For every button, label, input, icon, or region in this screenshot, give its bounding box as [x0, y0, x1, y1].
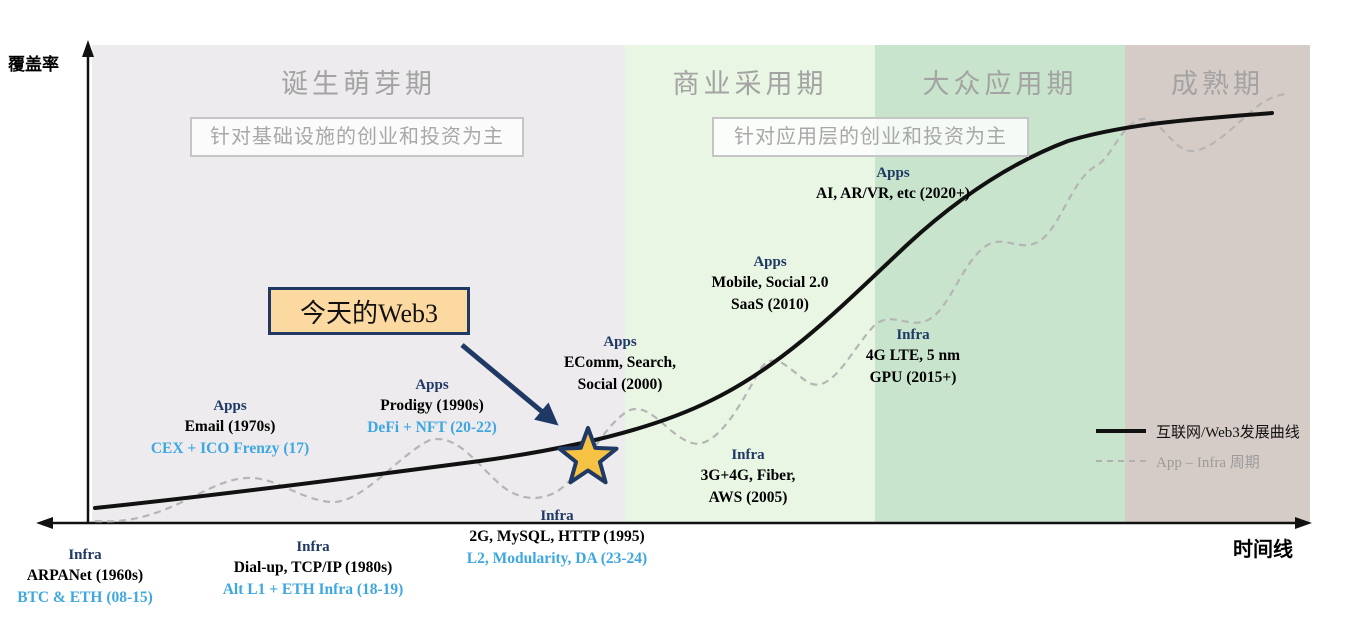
dashed-line-swatch [1096, 460, 1146, 462]
today-web3-callout: 今天的Web3 [268, 287, 470, 335]
phase-title-mass: 大众应用期 [922, 69, 1078, 99]
milestone-category: Apps [753, 254, 787, 270]
phase-title-maturity: 成熟期 [1171, 69, 1264, 99]
milestone-web3-line: BTC & ETH (08-15) [17, 589, 153, 606]
milestone-category: Infra [896, 327, 930, 343]
solid-line-swatch [1096, 429, 1146, 433]
milestone-category: Infra [68, 547, 102, 563]
app-focus-callout: 针对应用层的创业和投资为主 [712, 117, 1029, 157]
milestone-internet-line: GPU (2015+) [869, 369, 957, 386]
milestone-internet-line: SaaS (2010) [731, 296, 809, 313]
milestone-category: Infra [731, 447, 765, 463]
milestone-web3-line: L2, Modularity, DA (23-24) [466, 550, 648, 567]
milestone-dialup: Infra Dial-up, TCP/IP (1980s) Alt L1 + E… [223, 537, 404, 601]
milestone-category: Apps [213, 398, 247, 414]
milestone-internet-line: Email (1970s) [184, 418, 276, 435]
milestone-3g4g: Infra 3G+4G, Fiber, AWS (2005) [701, 445, 796, 509]
milestone-internet-line: Social (2000) [577, 376, 663, 393]
milestone-internet-line: 4G LTE, 5 nm [865, 347, 961, 364]
legend-label-cycle: App – Infra 周期 [1156, 454, 1260, 471]
milestone-4g-lte: Infra 4G LTE, 5 nm GPU (2015+) [866, 325, 960, 389]
x-axis-left-arrowhead [36, 517, 53, 529]
x-axis-label: 时间线 [1233, 539, 1293, 561]
milestone-web3-line: Alt L1 + ETH Infra (18-19) [222, 581, 404, 598]
milestone-category: Apps [415, 377, 449, 393]
milestone-category: Infra [540, 508, 574, 524]
milestone-category: Apps [876, 165, 910, 181]
milestone-internet-line: 2G, MySQL, HTTP (1995) [469, 528, 645, 545]
milestone-web3-line: CEX + ICO Frenzy (17) [150, 440, 310, 457]
milestone-category: Apps [603, 334, 637, 350]
milestone-prodigy: Apps Prodigy (1990s) DeFi + NFT (20-22) [367, 375, 497, 439]
milestone-internet-line: AI, AR/VR, etc (2020+) [816, 185, 970, 202]
milestone-internet-line: EComm, Search, [563, 354, 677, 371]
legend: 互联网/Web3发展曲线 App – Infra 周期 [1096, 416, 1300, 476]
milestone-arpanet: Infra ARPANet (1960s) BTC & ETH (08-15) [17, 545, 153, 609]
milestone-internet-line: Prodigy (1990s) [380, 397, 484, 414]
milestone-mobile-social: Apps Mobile, Social 2.0 SaaS (2010) [711, 252, 828, 316]
milestone-ai-arvr: Apps AI, AR/VR, etc (2020+) [816, 163, 970, 205]
milestone-email: Apps Email (1970s) CEX + ICO Frenzy (17) [151, 396, 309, 460]
milestone-2g-mysql: Infra 2G, MySQL, HTTP (1995) L2, Modular… [467, 506, 647, 570]
milestone-internet-line: 3G+4G, Fiber, [700, 467, 796, 484]
milestone-internet-line: AWS (2005) [708, 489, 788, 506]
milestone-category: Infra [296, 539, 330, 555]
legend-item-cycle: App – Infra 周期 [1096, 446, 1300, 476]
milestone-ecomm: Apps EComm, Search, Social (2000) [564, 332, 676, 396]
milestone-web3-line: DeFi + NFT (20-22) [367, 419, 497, 436]
infra-focus-callout: 针对基础设施的创业和投资为主 [190, 117, 524, 157]
milestone-internet-line: ARPANet (1960s) [26, 567, 144, 584]
phase-title-birth: 诞生萌芽期 [281, 69, 436, 99]
legend-item-curve: 互联网/Web3发展曲线 [1096, 416, 1300, 446]
legend-label-curve: 互联网/Web3发展曲线 [1156, 424, 1300, 441]
phase-title-commercial: 商业采用期 [672, 69, 828, 99]
milestone-internet-line: Dial-up, TCP/IP (1980s) [233, 559, 393, 576]
y-axis-label: 覆盖率 [8, 55, 59, 74]
milestone-internet-line: Mobile, Social 2.0 [711, 274, 829, 291]
